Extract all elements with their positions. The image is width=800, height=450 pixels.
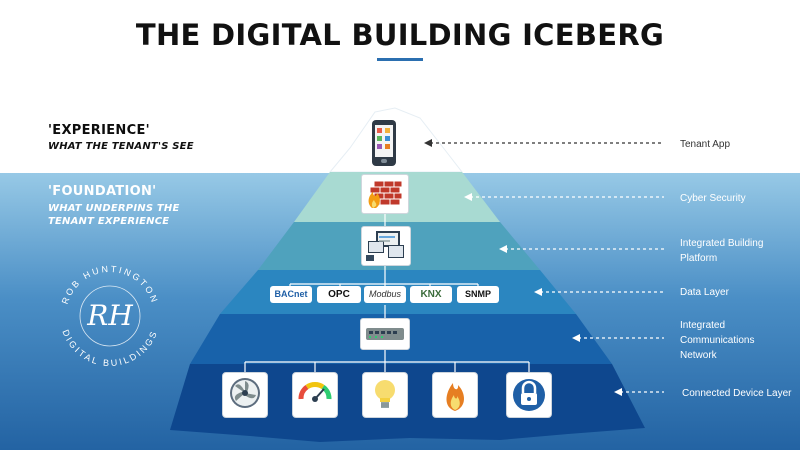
layer-label-network-line2: Communications xyxy=(680,335,755,346)
gauge-icon xyxy=(292,372,338,418)
protocol-modbus-logo: Modbus xyxy=(364,286,406,303)
layer-label-platform-line1: Integrated Building xyxy=(680,238,764,249)
layer-label-tenant-app: Tenant App xyxy=(680,139,731,150)
foundation-subtitle-line2: TENANT EXPERIENCE xyxy=(48,216,170,227)
device-label-hvac: HVAC xyxy=(235,410,255,418)
iceberg-tip xyxy=(328,107,464,173)
layer-label-cyber-security: Cyber Security xyxy=(680,193,746,204)
experience-subtitle: WHAT THE TENANT'S SEE xyxy=(48,141,194,152)
device-label-fire: FIRE xyxy=(445,410,465,418)
seal-monogram: RH xyxy=(86,299,133,332)
dashboard-screens-icon xyxy=(361,226,411,266)
protocol-bacnet-logo: BACnet xyxy=(270,286,312,303)
device-label-energy: ENERGY xyxy=(300,410,330,418)
fan-icon xyxy=(222,372,268,418)
protocol-knx-logo: KNX xyxy=(410,286,452,303)
device-label-lighting: LIGHTING xyxy=(366,410,404,418)
pointer-lines xyxy=(430,142,664,393)
protocol-snmp-logo: SNMP xyxy=(457,286,499,303)
title-underline xyxy=(377,58,423,61)
layer-label-network-line1: Integrated xyxy=(680,320,726,331)
device-label-access: ACCESS xyxy=(514,410,544,418)
smartphone-app-icon xyxy=(372,120,396,166)
flame-icon xyxy=(432,372,478,418)
layer-label-network-line3: Network xyxy=(680,350,717,361)
layer-label-data-layer: Data Layer xyxy=(680,287,729,298)
experience-heading: 'EXPERIENCE' xyxy=(48,123,150,138)
foundation-heading: 'FOUNDATION' xyxy=(48,184,157,199)
pointer-arrowheads xyxy=(424,139,622,396)
firewall-icon xyxy=(361,174,409,214)
lightbulb-icon xyxy=(362,372,408,418)
network-switch-icon xyxy=(360,318,410,350)
layer-label-device-layer: Connected Device Layer xyxy=(682,388,792,399)
protocol-opc-logo: OPC xyxy=(317,286,361,303)
foundation-subtitle-line1: WHAT UNDERPINS THE xyxy=(48,203,180,214)
padlock-icon xyxy=(506,372,552,418)
page-title: THE DIGITAL BUILDING ICEBERG xyxy=(135,18,665,52)
layer-label-platform-line2: Platform xyxy=(680,253,718,264)
